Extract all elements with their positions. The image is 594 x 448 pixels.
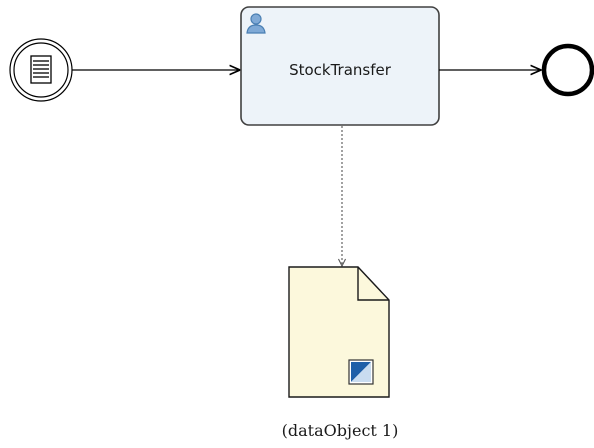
user-icon bbox=[246, 13, 266, 34]
data-object[interactable] bbox=[288, 266, 390, 398]
start-event[interactable] bbox=[9, 38, 73, 102]
task-label: StockTransfer bbox=[289, 61, 392, 79]
message-list-icon bbox=[30, 55, 52, 84]
user-task-stocktransfer[interactable]: StockTransfer bbox=[240, 6, 440, 126]
data-collection-marker-icon bbox=[348, 359, 374, 385]
end-event[interactable] bbox=[541, 43, 594, 97]
data-object-label: (dataObject 1) bbox=[282, 421, 399, 440]
